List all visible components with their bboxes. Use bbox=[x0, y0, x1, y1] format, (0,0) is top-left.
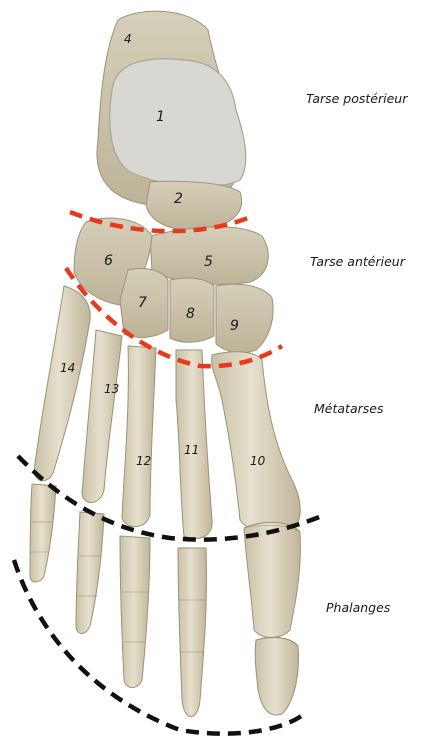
talus-bone bbox=[110, 59, 246, 187]
bone-number-8: 8 bbox=[186, 306, 195, 322]
bone-number-7: 7 bbox=[138, 295, 147, 311]
metatarsal-14 bbox=[34, 286, 90, 481]
metatarsal-12 bbox=[122, 346, 156, 527]
metatarsal-13 bbox=[82, 330, 122, 503]
metatarsal-10 bbox=[212, 352, 301, 533]
phalanges-toe-4 bbox=[76, 512, 104, 634]
label-tarse-anterieur: Tarse antérieur bbox=[310, 254, 406, 269]
phalanges-toe-3 bbox=[120, 536, 150, 688]
navicular-bone bbox=[146, 181, 242, 230]
bone-number-9: 9 bbox=[230, 318, 239, 334]
bone-number-12: 12 bbox=[136, 454, 151, 468]
label-tarse-posterieur: Tarse postérieur bbox=[306, 91, 408, 106]
label-phalanges: Phalanges bbox=[326, 600, 391, 615]
label-metatarses: Métatarses bbox=[314, 401, 384, 416]
bone-number-2: 2 bbox=[174, 191, 183, 207]
phalanges-toe-2 bbox=[178, 548, 207, 717]
bone-number-14: 14 bbox=[60, 361, 75, 375]
phalanges-toe-5 bbox=[30, 484, 56, 582]
bone-number-1: 1 bbox=[156, 109, 165, 125]
tarsal-bone-9 bbox=[216, 284, 273, 353]
bone-number-5: 5 bbox=[204, 254, 213, 270]
bone-number-13: 13 bbox=[104, 382, 119, 396]
bone-number-11: 11 bbox=[184, 443, 199, 457]
phalanx-big-toe-proximal bbox=[244, 522, 300, 637]
bone-number-4: 4 bbox=[124, 32, 132, 46]
bone-number-10: 10 bbox=[250, 454, 266, 468]
phalanx-big-toe-distal bbox=[255, 638, 298, 715]
bone-number-6: 6 bbox=[104, 253, 113, 269]
